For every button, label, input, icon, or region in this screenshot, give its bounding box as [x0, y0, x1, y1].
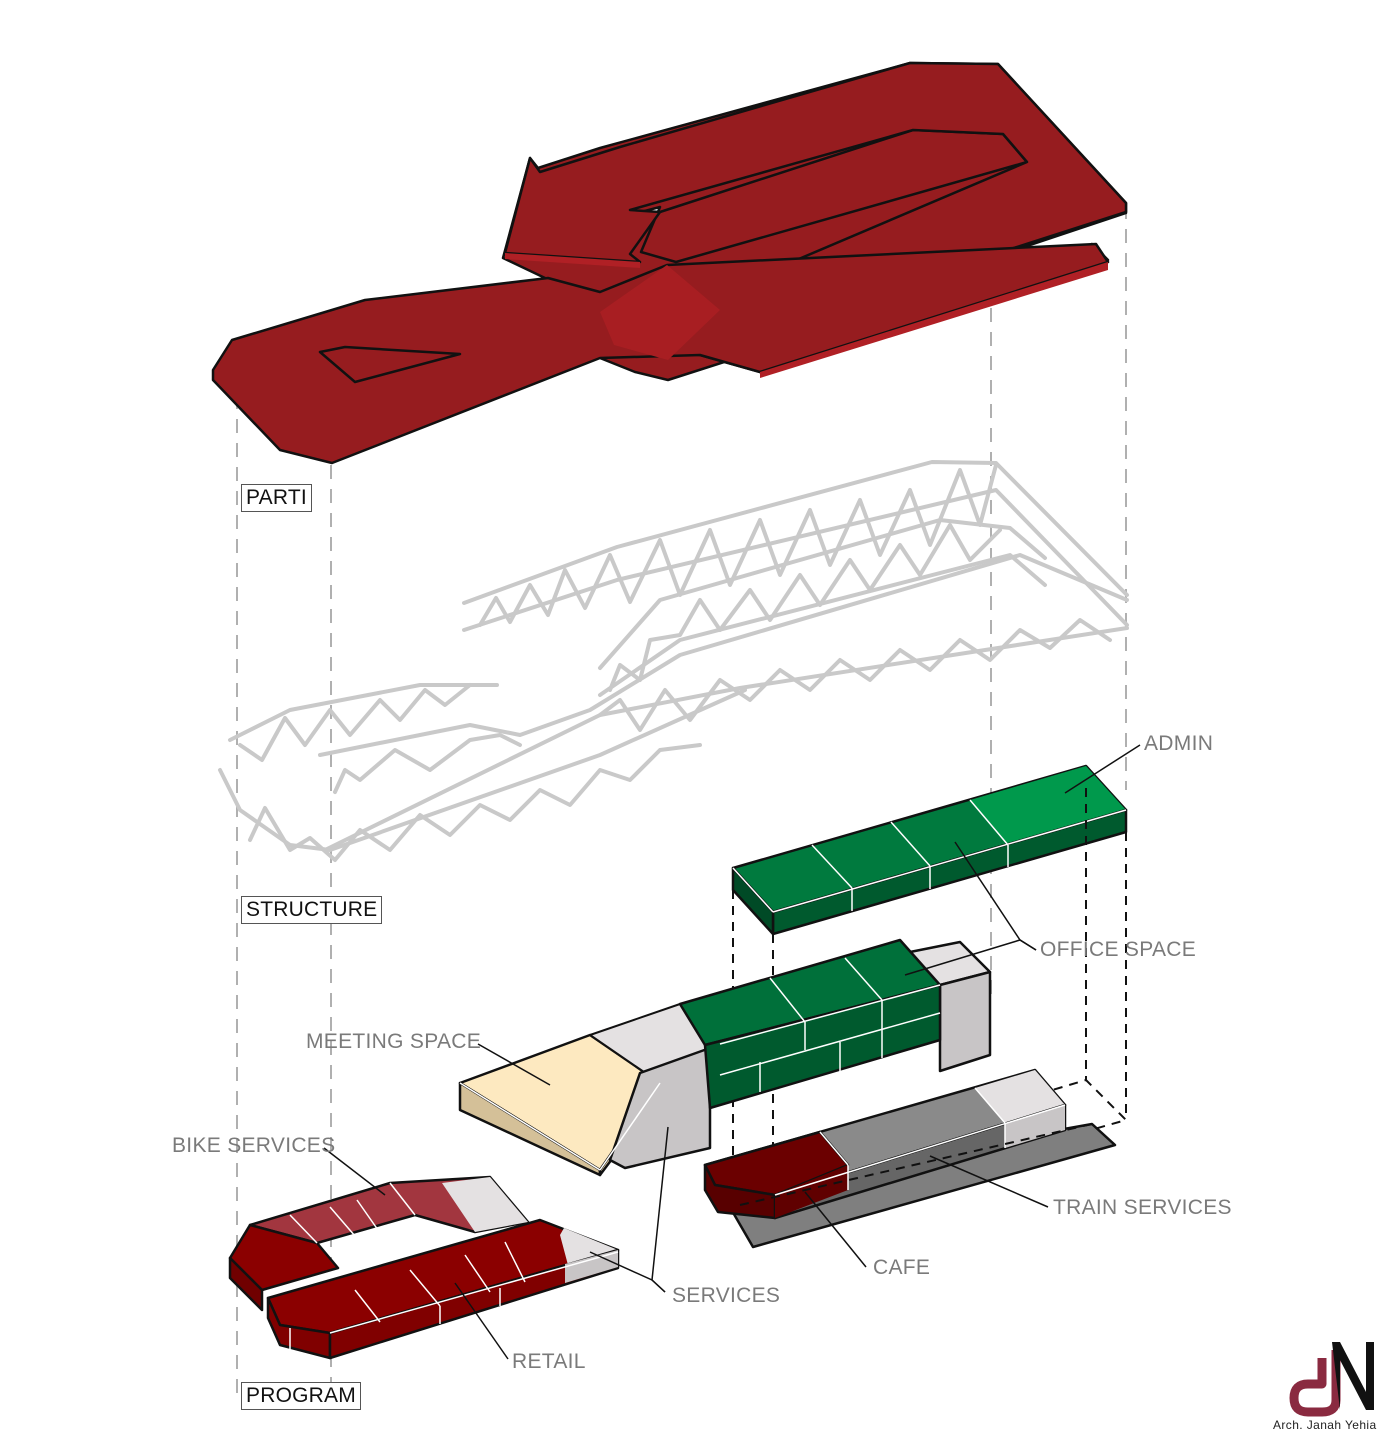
- leader-lines: [323, 744, 1141, 1360]
- author-name: Arch. Janah Yehia: [1273, 1418, 1377, 1432]
- callout-meeting-space: MEETING SPACE: [306, 1030, 482, 1053]
- callout-cafe: CAFE: [873, 1256, 931, 1279]
- callout-services: SERVICES: [672, 1284, 781, 1307]
- author-monogram: [1264, 1340, 1400, 1444]
- layer-tag-structure: STRUCTURE: [241, 896, 383, 924]
- layer-tag-parti: PARTI: [241, 484, 312, 512]
- train-services-block: [703, 1068, 1117, 1249]
- monogram-n-glyph: [1332, 1342, 1374, 1410]
- callout-retail: RETAIL: [512, 1350, 586, 1373]
- callout-office-space: OFFICE SPACE: [1040, 938, 1197, 961]
- main-program-block: [458, 938, 992, 1177]
- retail-bike-block: [228, 1175, 620, 1360]
- projection-guides: [236, 140, 1127, 1400]
- layer-tag-program: PROGRAM: [241, 1382, 361, 1410]
- structure-truss: [218, 460, 1129, 862]
- callout-bike-services: BIKE SERVICES: [172, 1134, 336, 1157]
- parti-ribbon: [211, 61, 1128, 465]
- admin-office-block: [731, 764, 1128, 936]
- monogram-d-glyph: [1289, 1350, 1341, 1417]
- callout-train-services: TRAIN SERVICES: [1053, 1196, 1232, 1219]
- callout-admin: ADMIN: [1144, 732, 1214, 755]
